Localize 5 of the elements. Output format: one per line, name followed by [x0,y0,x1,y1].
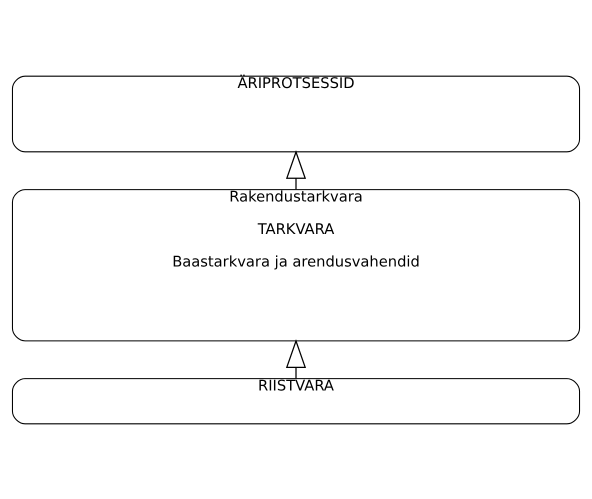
node-box: Rakendustarkvara TARKVARA Baastarkvara ja arendusvahendid [12,188,580,341]
arrow [286,338,306,378]
node-box: RIISTVARA [12,378,580,424]
node-box: ÄRIPROTSESSID [12,75,580,152]
arrow [286,150,306,189]
